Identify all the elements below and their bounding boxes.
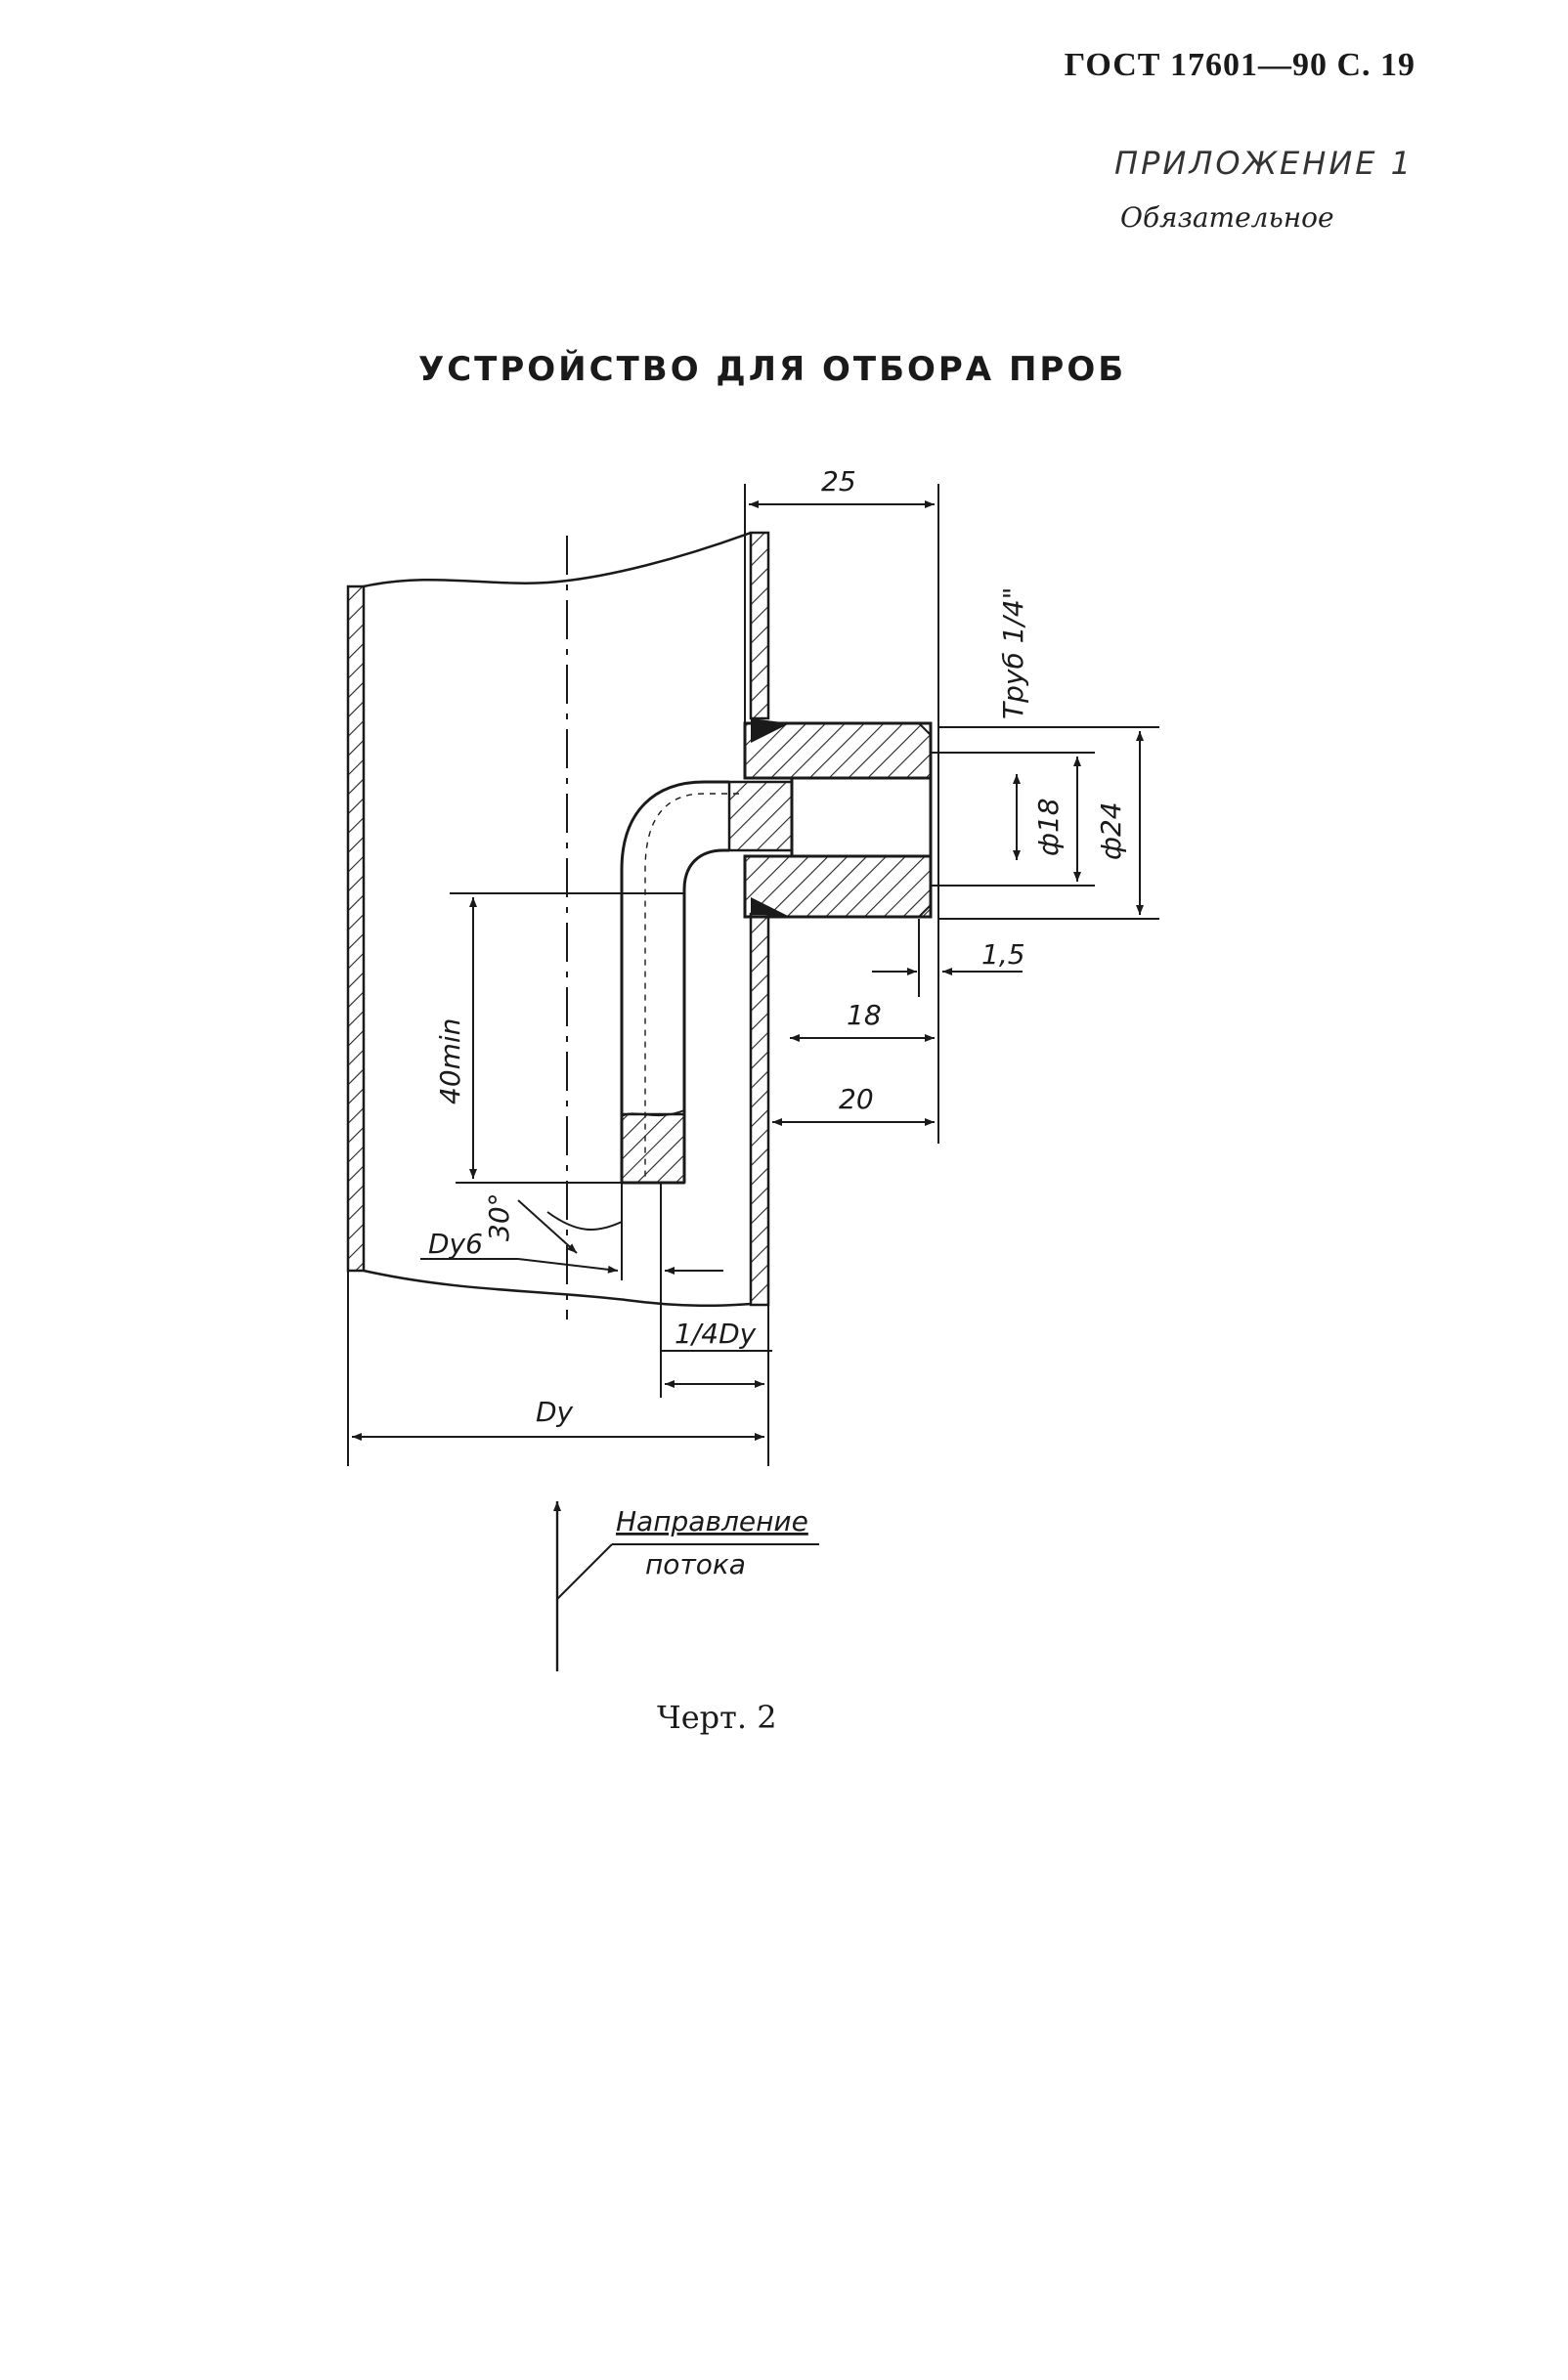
dim-18-dia-label: ф18 [1032,798,1065,856]
standard-header: ГОСТ 17601—90 С. 19 [1064,47,1416,83]
dim-40min: 40min [434,892,684,1184]
pipe-left-wall [346,584,366,1273]
flow-label-line2: потока [645,1548,746,1580]
dim-quarter-dy: 1/4Dу [660,1280,772,1398]
dim-18-20: 18 20 [772,999,935,1126]
thread-label: Труб 1/4" [997,586,1029,719]
flow-direction: Направление потока [553,1501,819,1671]
dy6-label: Dу6 [428,1228,483,1260]
pipe-break-bottom [363,1269,752,1308]
dim-18-label: 18 [847,999,882,1031]
angle-label: 30° [483,1192,515,1241]
figure-caption: Черт. 2 [657,1699,777,1736]
fitting-boss [743,718,933,919]
dim-1-5-label: 1,5 [981,938,1025,971]
dim-dy: Dу [347,1271,769,1466]
dim-40min-label: 40min [434,1018,466,1104]
dim-24-dia-label: ф24 [1095,801,1127,860]
dim-25: 25 [744,465,939,1144]
flow-label-line1: Направление [616,1505,808,1537]
quarter-dy-label: 1/4Dу [675,1318,757,1350]
sampling-tube [620,780,794,1185]
dim-angle-dy6: 30° Dу6 [420,1183,723,1280]
pipe-break-top [363,531,752,588]
dim-diameters: ф18 ф24 [931,726,1159,920]
pipe-right-wall [749,531,770,1307]
dim-25-label: 25 [821,465,856,498]
dy-label: Dу [536,1396,574,1428]
drawing-title: УСТРОЙСТВО ДЛЯ ОТБОРА ПРОБ [418,350,1127,389]
dim-20-label: 20 [839,1083,874,1115]
appendix-label: ПРИЛОЖЕНИЕ 1 [1114,145,1414,182]
dim-1-5: 1,5 [872,919,1025,997]
appendix-status: Обязательное [1120,201,1334,234]
